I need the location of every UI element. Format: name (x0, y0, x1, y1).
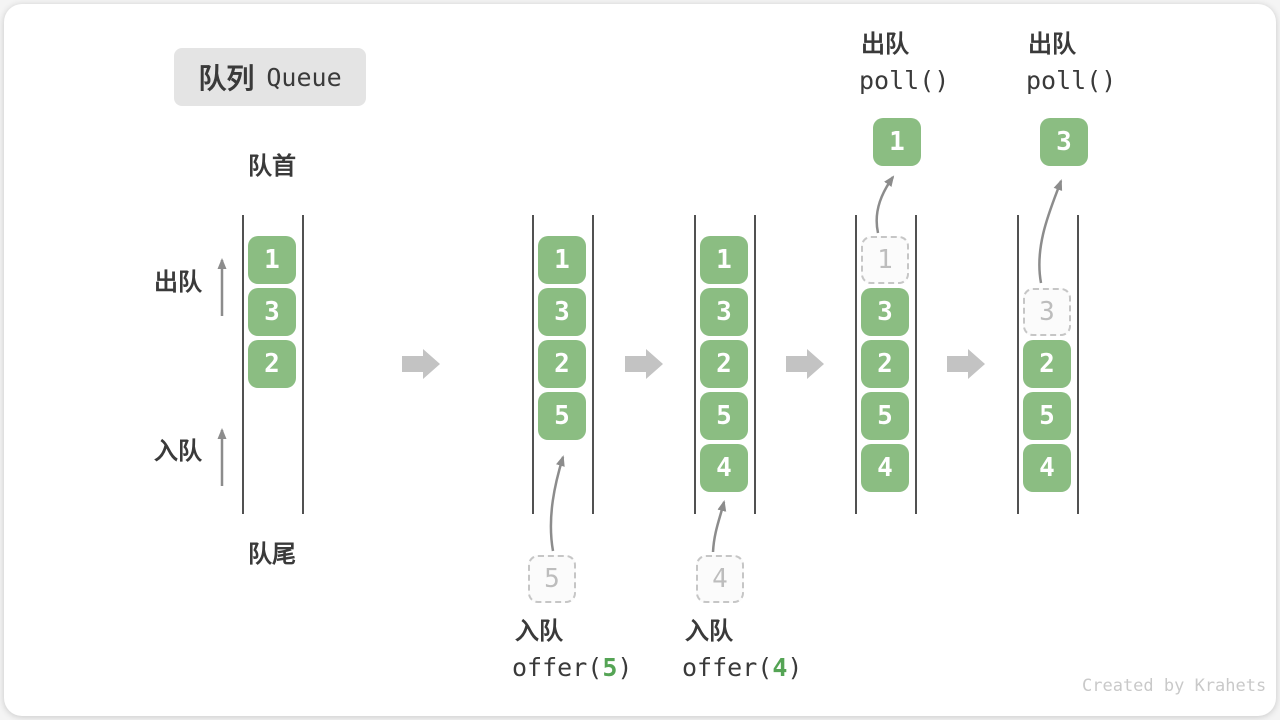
queue-cell: 2 (538, 340, 586, 388)
code-arg: 5 (602, 653, 618, 682)
offer4-code: offer(4) (682, 654, 802, 682)
queue-wall-right (1077, 215, 1079, 514)
queue-wall-left (694, 215, 696, 514)
queue-cell-removed: 1 (861, 236, 909, 284)
queue-cell: 1 (700, 236, 748, 284)
dequeue-op-label: 出队 (1028, 31, 1076, 58)
queue-cell: 5 (538, 392, 586, 440)
queue-diagram: 队列 Queue 队首 队尾 出队 入队 1 3 2 1 3 2 5 5 1 3… (4, 4, 1276, 716)
queue-rear-label: 队尾 (248, 541, 296, 568)
queue-cell: 5 (861, 392, 909, 440)
next-state-arrow-icon (786, 349, 824, 379)
queue-cell-incoming: 5 (528, 555, 576, 603)
dequeue-op-label: 出队 (861, 31, 909, 58)
title-badge: 队列 Queue (174, 48, 366, 106)
queue-wall-right (915, 215, 917, 514)
queue-wall-right (302, 215, 304, 514)
title-en: Queue (266, 62, 342, 92)
enqueue-4-arrow-icon (711, 500, 727, 553)
dequeue-3-arrow-icon (1038, 179, 1063, 284)
queue-cell-incoming: 4 (696, 555, 744, 603)
queue-cell: 5 (1023, 392, 1071, 440)
queue-wall-left (1017, 215, 1019, 514)
code-arg: 4 (772, 653, 788, 682)
queue-cell: 2 (248, 340, 296, 388)
queue-cell: 4 (700, 444, 748, 492)
queue-cell: 3 (538, 288, 586, 336)
queue-cell: 2 (861, 340, 909, 388)
arrows-layer (217, 175, 1063, 553)
offer5-code: offer(5) (512, 654, 632, 682)
next-state-arrow-icon (947, 349, 985, 379)
queue-cell: 2 (700, 340, 748, 388)
enqueue-op-label: 入队 (515, 618, 563, 645)
dequeued-cell: 1 (873, 118, 921, 166)
code-text: ) (617, 653, 633, 682)
enqueue-5-arrow-icon (549, 455, 565, 552)
enqueue-op-label: 入队 (685, 618, 733, 645)
queue-cell: 3 (700, 288, 748, 336)
queue-cell: 5 (700, 392, 748, 440)
code-text: offer( (512, 653, 603, 682)
code-text: ) (787, 653, 803, 682)
title-zh: 队列 (198, 63, 255, 94)
queue-cell: 1 (538, 236, 586, 284)
dequeue-1-arrow-icon (875, 175, 895, 234)
enqueue-direction-label: 入队 (154, 438, 202, 465)
queue-front-label: 队首 (248, 153, 296, 180)
queue-wall-left (855, 215, 857, 514)
queue-wall-right (754, 215, 756, 514)
queue-cell: 3 (861, 288, 909, 336)
dequeue-direction-label: 出队 (154, 269, 202, 296)
code-text: offer( (682, 653, 773, 682)
next-state-arrow-icon (625, 349, 663, 379)
queue-wall-left (242, 215, 244, 514)
poll1-code: poll() (859, 66, 950, 95)
poll2-code: poll() (1026, 66, 1117, 95)
queue-wall-left (532, 215, 534, 514)
watermark: Created by Krahets (1082, 676, 1267, 696)
queue-cell: 3 (248, 288, 296, 336)
dequeued-cell: 3 (1040, 118, 1088, 166)
next-state-arrow-icon (402, 349, 440, 379)
queue-cell: 2 (1023, 340, 1071, 388)
queue-cell: 1 (248, 236, 296, 284)
queue-cell: 4 (1023, 444, 1071, 492)
queue-cell: 4 (861, 444, 909, 492)
queue-cell-removed: 3 (1023, 288, 1071, 336)
queue-wall-right (592, 215, 594, 514)
